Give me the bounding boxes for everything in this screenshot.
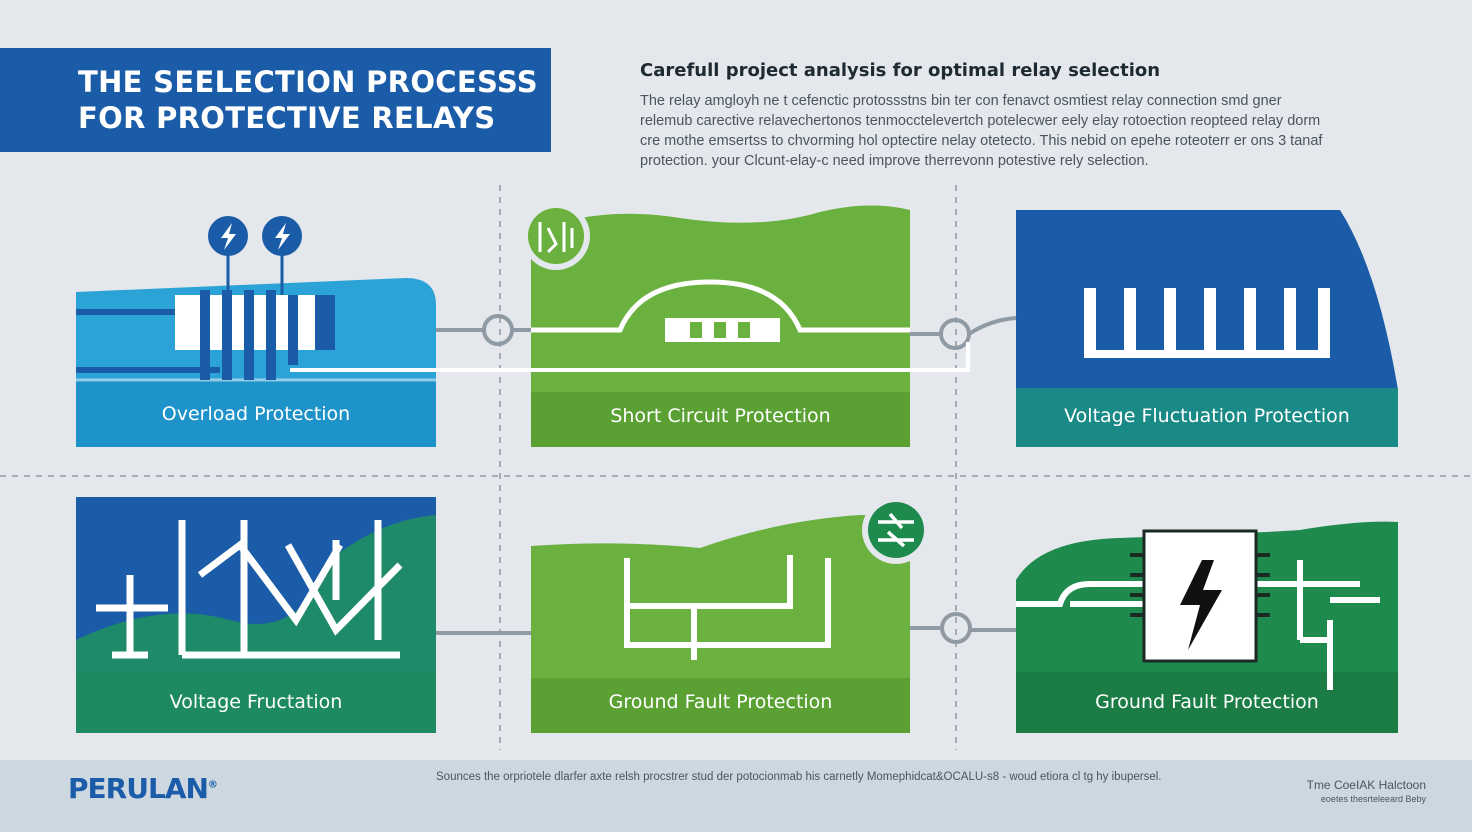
title-line-1: THE SEELECTION PROCESSS xyxy=(78,65,538,99)
card-overload-protection xyxy=(76,216,436,447)
title-banner: THE SEELECTION PROCESSS FOR PROTECTIVE R… xyxy=(0,48,551,152)
card-short-circuit-protection xyxy=(522,202,910,447)
lightning-bolt-icon xyxy=(208,216,248,256)
switch-toggle-icon xyxy=(862,496,930,564)
chip-wiring-graphic xyxy=(1016,560,1380,690)
footer-logo: PERULAN® xyxy=(68,772,218,805)
bottom-connectors xyxy=(436,612,1016,644)
card-label-short-circuit: Short Circuit Protection xyxy=(610,405,831,427)
card-label-voltage-fructation: Voltage Fructation xyxy=(169,691,343,713)
voltage-comb-graphic xyxy=(1084,288,1330,358)
card-voltage-fructation xyxy=(76,497,436,733)
fuse-graphic xyxy=(665,318,780,342)
grid-dividers xyxy=(0,185,1472,750)
intro-body: The relay amgloyh ne t cefenctic protoss… xyxy=(640,93,1323,169)
trademark-symbol: ® xyxy=(207,779,218,791)
footer-credit-line-1: Tme CoeIAK Halctoon xyxy=(1306,778,1426,792)
title-line-2: FOR PROTECTIVE RELAYS xyxy=(78,101,496,135)
relay-contacts-icon xyxy=(522,202,590,270)
card-ground-fault-protection xyxy=(531,496,930,733)
lightning-bolt-icon xyxy=(262,216,302,256)
card-label-ground-fault-chip: Ground Fault Protection xyxy=(1095,691,1319,713)
voltage-wave-graphic xyxy=(96,520,403,659)
card-label-overload: Overload Protection xyxy=(161,403,351,425)
footer-credit: Tme CoeIAK Halctoon eoetes thesrteleeard… xyxy=(1296,778,1426,804)
footer-logo-text: PERULAN xyxy=(68,772,209,805)
card-voltage-fluctuation-protection xyxy=(1016,210,1398,447)
top-connectors xyxy=(290,314,1017,372)
footer-note: Sounces the orpriotele dlarfer axte rels… xyxy=(436,771,1162,783)
ground-switch-graphic xyxy=(624,555,831,660)
footer-credit-line-2: eoetes thesrteleeard Beby xyxy=(1320,794,1426,804)
relay-diagram xyxy=(0,185,1472,750)
intro-heading: Carefull project analysis for optimal re… xyxy=(640,60,1161,81)
overload-relay-graphic xyxy=(76,252,335,380)
footer: PERULAN® Sounces the orpriotele dlarfer … xyxy=(0,760,1472,832)
card-label-ground-fault: Ground Fault Protection xyxy=(608,691,833,713)
chip-bolt-icon xyxy=(1130,529,1270,663)
card-ground-fault-protection-chip xyxy=(1016,521,1398,733)
card-label-voltage-fluctuation: Voltage Fluctuation Protection xyxy=(1064,405,1350,427)
intro-section: Carefull project analysis for optimal re… xyxy=(640,60,1360,171)
